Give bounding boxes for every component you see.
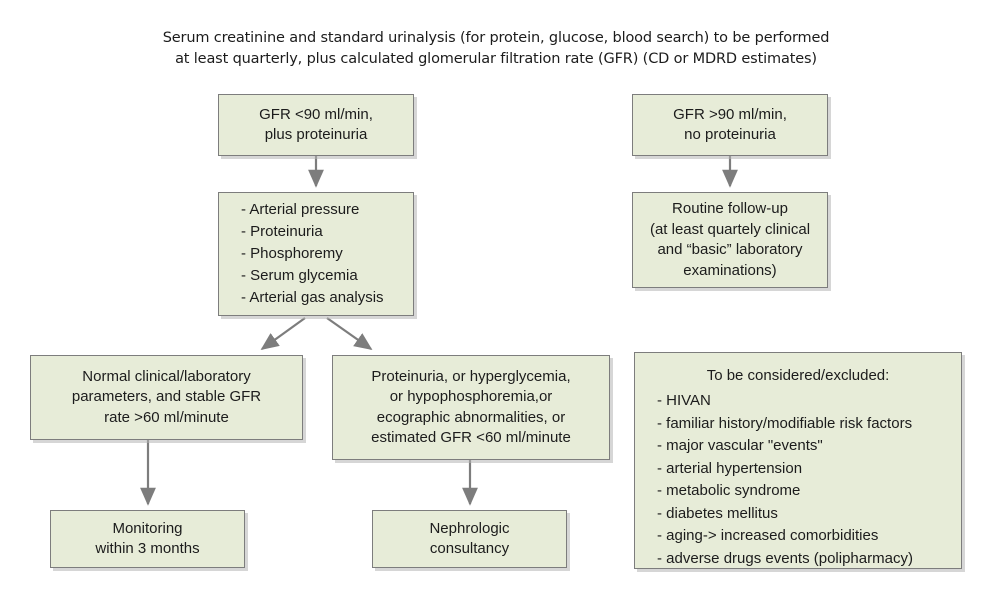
considered-item-hivan: - HIVAN	[657, 392, 711, 409]
node-normal-params-line-2: parameters, and stable GFR	[71, 388, 262, 406]
considered-item-arterial-hypertension: - arterial hypertension	[657, 459, 803, 477]
node-gfr-low-line-2: plus proteinuria	[264, 126, 368, 143]
node-monitoring[interactable]: Monitoring within 3 months	[50, 510, 245, 568]
considered-item-diabetes-mellitus: - diabetes mellitus	[657, 504, 778, 522]
node-abnormal-line-1: Proteinuria, or hyperglycemia,	[371, 367, 571, 385]
node-abnormal-line-4: estimated GFR <60 ml/minute	[371, 429, 571, 446]
caption-line-1: Serum creatinine and standard urinalysis…	[162, 30, 830, 46]
node-nephrologic-line-1: Nephrologic	[429, 519, 510, 537]
considered-item-aging-comorbidities: - aging-> increased comorbidities	[657, 527, 879, 544]
node-gfr-normal-line-2: no proteinuria	[684, 126, 776, 143]
node-monitoring-line-1: Monitoring	[112, 519, 183, 537]
node-gfr-low-line-1: GFR <90 ml/min,	[259, 105, 373, 123]
node-abnormal-findings[interactable]: Proteinuria, or hyperglycemia, or hypoph…	[332, 355, 610, 460]
node-nephrologic-line-2: consultancy	[429, 540, 510, 557]
node-considered-excluded[interactable]: To be considered/excluded: - HIVAN - fam…	[634, 352, 962, 569]
caption-line-2: at least quarterly, plus calculated glom…	[175, 51, 817, 67]
node-routine-followup[interactable]: Routine follow-up (at least quartely cli…	[632, 192, 828, 288]
node-routine-line-1: Routine follow-up	[672, 200, 788, 217]
considered-item-major-vascular-events: - major vascular "events"	[657, 437, 823, 454]
considered-excluded-title: To be considered/excluded:	[706, 367, 890, 384]
assessment-item-serum-glycemia: - Serum glycemia	[241, 267, 358, 284]
node-routine-line-2: (at least quartely clinical	[649, 220, 811, 238]
node-assessments[interactable]: - Arterial pressure - Proteinuria - Phos…	[218, 192, 414, 316]
node-routine-line-3: and “basic” laboratory	[657, 241, 803, 258]
assessment-item-arterial-gas-analysis: - Arterial gas analysis	[241, 289, 384, 306]
considered-item-familiar-history: - familiar history/modifiable risk facto…	[657, 414, 913, 432]
node-normal-parameters[interactable]: Normal clinical/laboratory parameters, a…	[30, 355, 303, 440]
chart-caption: Serum creatinine and standard urinalysis…	[96, 28, 896, 70]
node-gfr-normal-line-1: GFR >90 ml/min,	[673, 105, 787, 123]
node-abnormal-line-2: or hypophosphoremia,or	[389, 388, 553, 405]
assessment-item-phosphoremy: - Phosphoremy	[241, 245, 343, 262]
assessment-item-proteinuria: - Proteinuria	[241, 223, 323, 240]
assessment-item-arterial-pressure: - Arterial pressure	[241, 201, 360, 218]
node-normal-params-line-1: Normal clinical/laboratory	[82, 367, 251, 385]
node-gfr-low[interactable]: GFR <90 ml/min, plus proteinuria	[218, 94, 414, 156]
node-normal-params-line-3: rate >60 ml/minute	[104, 408, 229, 426]
considered-item-metabolic-syndrome: - metabolic syndrome	[657, 482, 801, 499]
node-gfr-normal[interactable]: GFR >90 ml/min, no proteinuria	[632, 94, 828, 156]
node-abnormal-line-3: ecographic abnormalities, or	[376, 408, 566, 426]
connector-assessments-to-abnormal	[326, 317, 373, 351]
connector-assessments-to-normal-params	[260, 317, 306, 351]
considered-item-adverse-drug-events: - adverse drugs events (polipharmacy)	[657, 549, 913, 567]
considered-excluded-list: - HIVAN - familiar history/modifiable ri…	[635, 390, 961, 570]
node-nephrologic-consultancy[interactable]: Nephrologic consultancy	[372, 510, 567, 568]
node-routine-line-4: examinations)	[683, 261, 777, 279]
node-monitoring-line-2: within 3 months	[95, 540, 200, 557]
